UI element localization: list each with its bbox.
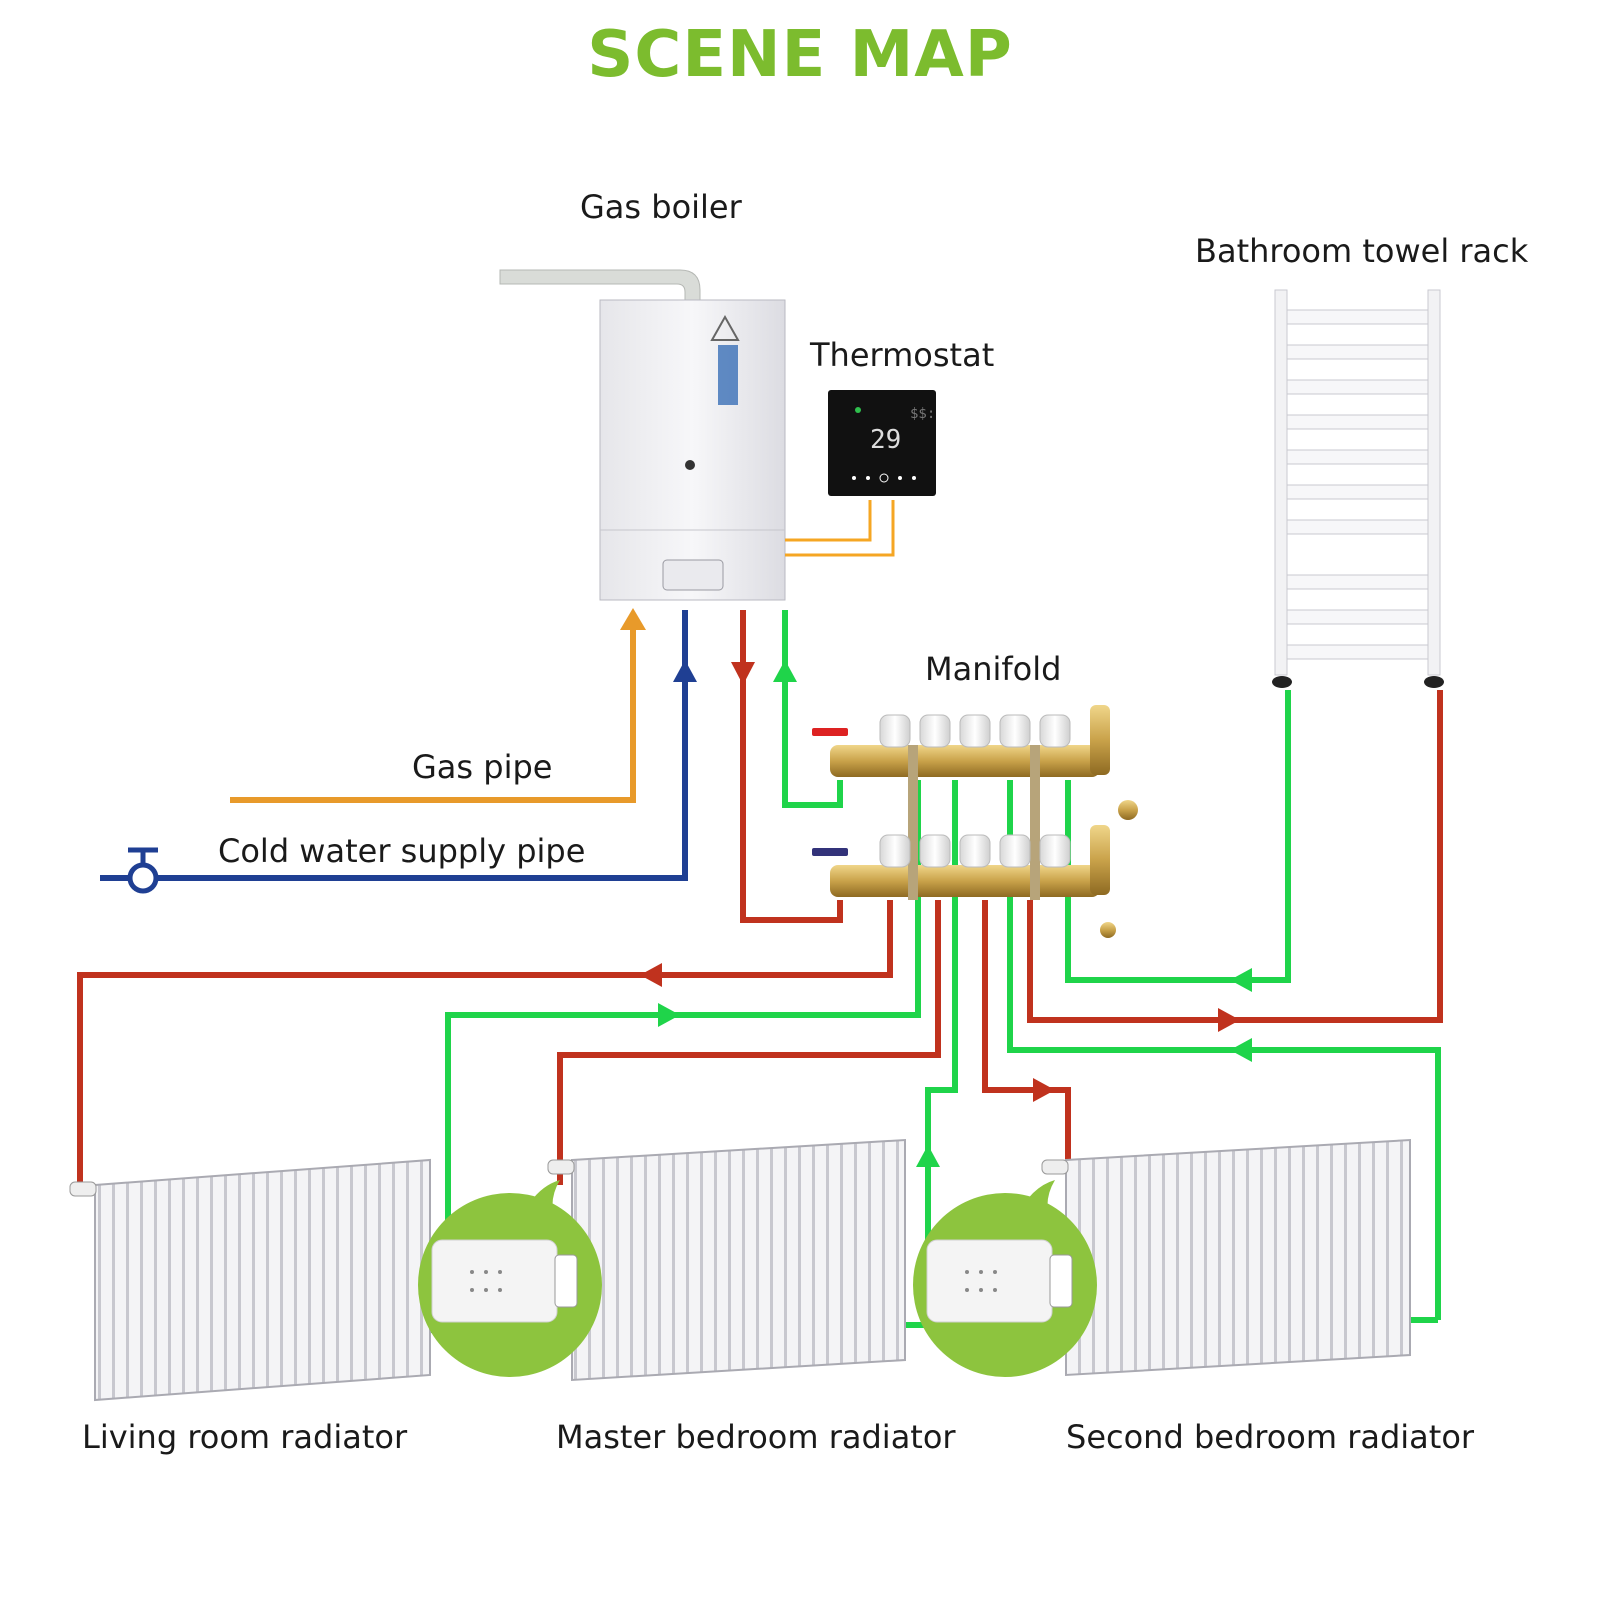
hot-supply-pipe (740, 610, 843, 923)
bathroom-towel-rack (1272, 289, 1444, 688)
boiler-body (599, 299, 786, 601)
arrow-right-icon (658, 1003, 680, 1027)
flue-pipe (499, 269, 701, 301)
boiler-control-panel (662, 559, 724, 591)
arrow-right-icon (1218, 1008, 1240, 1032)
thermostat-wire (785, 500, 872, 542)
boiler-sticker (718, 345, 738, 405)
gas-pipe-line (230, 625, 636, 803)
arrow-right-icon (1033, 1078, 1055, 1102)
thermostat-wire (785, 500, 895, 557)
manifold (812, 705, 1138, 938)
label-gas-boiler: Gas boiler (580, 188, 742, 226)
trv-bubble-master (418, 1180, 602, 1377)
living-room-radiator (69, 1158, 431, 1402)
label-thermostat: Thermostat (810, 336, 995, 374)
shutoff-valve-icon (127, 847, 159, 894)
trv-knob (1049, 1254, 1073, 1308)
trv-body (431, 1239, 558, 1323)
trv-body (926, 1239, 1053, 1323)
label-gas-pipe: Gas pipe (412, 748, 553, 786)
label-manifold: Manifold (925, 650, 1062, 688)
arrow-up-icon (916, 1145, 940, 1167)
second-bedroom-radiator (1041, 1138, 1411, 1377)
svg-text:$$:: $$: (910, 406, 935, 422)
page-title: SCENE MAP (587, 18, 1013, 92)
second-bedroom-return-pipe (1007, 780, 1441, 1320)
thermostat: $$: 29 (828, 390, 936, 496)
arrow-left-icon (640, 963, 662, 987)
arrow-up-icon (773, 660, 797, 682)
arrow-left-icon (1230, 968, 1252, 992)
gas-boiler (499, 269, 786, 601)
label-living-room-radiator: Living room radiator (82, 1418, 408, 1456)
thermostat-temperature: 29 (870, 425, 901, 455)
label-bathroom-towel-rack: Bathroom towel rack (1195, 232, 1529, 270)
return-pipe (782, 610, 843, 808)
arrow-up-icon (620, 608, 646, 630)
master-bedroom-supply-pipe (557, 900, 941, 1185)
arrow-up-icon (673, 660, 697, 682)
warning-icon (710, 314, 740, 341)
label-second-bedroom-radiator: Second bedroom radiator (1066, 1418, 1475, 1456)
label-master-bedroom-radiator: Master bedroom radiator (556, 1418, 956, 1456)
label-cold-water-supply-pipe: Cold water supply pipe (218, 832, 586, 870)
second-bedroom-supply-pipe (982, 900, 1071, 1185)
cold-water-pipe-line (100, 610, 688, 881)
arrow-left-icon (1230, 1038, 1252, 1062)
master-bedroom-radiator (547, 1138, 906, 1382)
trv-knob (554, 1254, 578, 1308)
manifold-lower-bar (830, 865, 1100, 897)
boiler-indicator (685, 460, 695, 470)
living-room-supply-pipe (77, 900, 893, 1185)
arrow-down-icon (731, 662, 755, 685)
trv-bubble-second (913, 1180, 1097, 1377)
master-bedroom-return-pipe (925, 780, 958, 1325)
thermostat-body (828, 390, 936, 496)
manifold-upper-bar (830, 745, 1100, 777)
